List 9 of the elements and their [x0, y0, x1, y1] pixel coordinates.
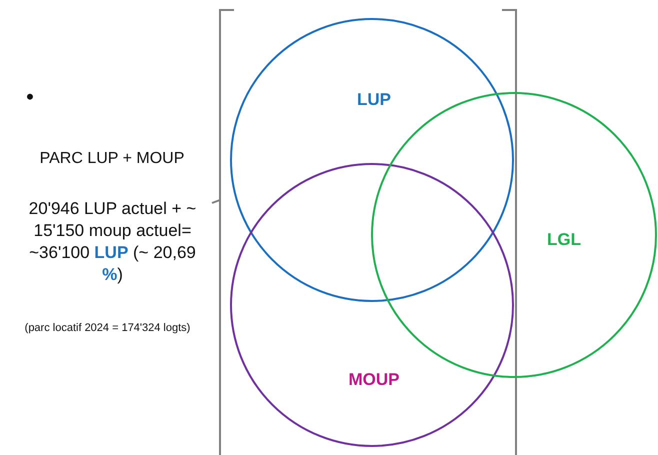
- set-label: MOUP: [348, 370, 400, 390]
- note: (parc locatif 2024 = 174'324 logts): [24, 322, 192, 334]
- summary-text: 20'946 LUP actuel + ~ 15'150 moup actuel= ~36'100 LUP (~ 20,69 %): [28, 198, 198, 286]
- venn-circle: [230, 163, 514, 447]
- bullet: •: [25, 84, 35, 110]
- set-label: LGL: [547, 230, 581, 250]
- set-label: LUP: [357, 90, 391, 110]
- heading: PARC LUP + MOUP: [38, 150, 186, 168]
- venn-circle: [230, 18, 514, 302]
